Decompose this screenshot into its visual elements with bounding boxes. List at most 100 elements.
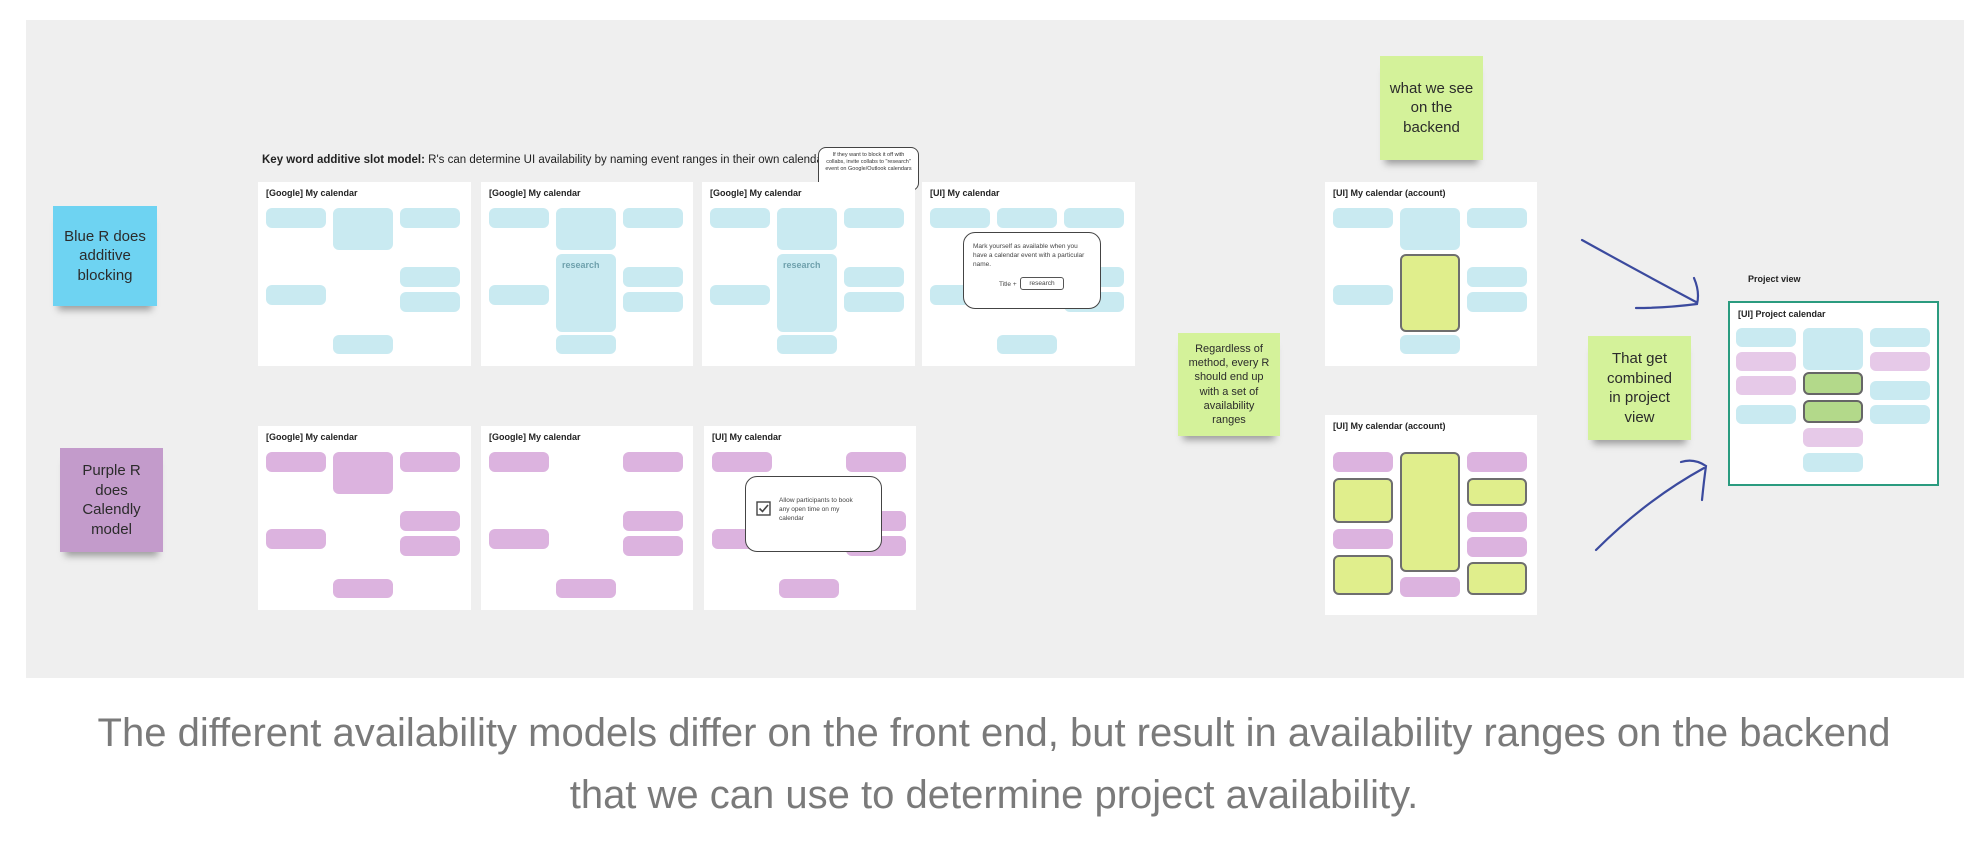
event-block	[400, 208, 460, 228]
arrow-icon	[1580, 238, 1700, 310]
event-block	[266, 452, 326, 472]
sticky-method-text: Regardless of method, every R should end…	[1188, 342, 1270, 427]
card-title: [UI] My calendar (account)	[1333, 421, 1446, 431]
event-block	[1736, 405, 1796, 424]
event-block	[266, 208, 326, 228]
title-field-input[interactable]: research	[1020, 277, 1064, 290]
sticky-combined-text: That get combined in project view	[1606, 350, 1673, 426]
sticky-backend-text: what we see on the backend	[1389, 79, 1474, 136]
event-block	[556, 208, 616, 250]
event-block	[623, 267, 683, 287]
event-block	[556, 579, 616, 598]
event-block	[489, 208, 549, 228]
calendar-card-google-3: [Google] My calendar research	[702, 182, 915, 366]
project-view-label: Project view	[1748, 274, 1801, 284]
event-block	[1803, 328, 1863, 370]
calendar-card-ui-calendly: [UI] My calendar Allow participants to b…	[704, 426, 916, 610]
event-block	[1803, 428, 1863, 447]
event-block	[1333, 285, 1393, 305]
event-block	[400, 452, 460, 472]
event-block	[333, 452, 393, 494]
caption: The different availability models differ…	[0, 702, 1988, 826]
event-block	[333, 335, 393, 354]
research-block: research	[777, 254, 837, 332]
sticky-method: Regardless of method, every R should end…	[1178, 333, 1280, 436]
title-field-label: Title +	[999, 281, 1017, 288]
event-block	[1400, 577, 1460, 597]
event-block	[844, 292, 904, 312]
project-calendar-card: [UI] Project calendar	[1728, 301, 1939, 486]
event-block	[1870, 381, 1930, 400]
whiteboard: Key word additive slot model: R's can de…	[26, 20, 1964, 678]
calendly-popup: Allow participants to book any open time…	[745, 476, 882, 552]
event-block	[777, 335, 837, 354]
event-block	[489, 285, 549, 305]
research-label: research	[562, 260, 600, 270]
sticky-backend: what we see on the backend	[1380, 56, 1483, 160]
sticky-combined: That get combined in project view	[1588, 336, 1691, 440]
card-title: [Google] My calendar	[266, 188, 358, 198]
card-title: [Google] My calendar	[266, 432, 358, 442]
event-block	[400, 267, 460, 287]
event-block	[266, 285, 326, 305]
card-title: [UI] My calendar	[712, 432, 782, 442]
event-block	[1803, 453, 1863, 472]
sticky-purple: Purple R does Calendly model	[60, 448, 163, 552]
event-block	[1467, 537, 1527, 557]
event-block	[1467, 292, 1527, 312]
event-block	[777, 208, 837, 250]
calendar-card-google-1: [Google] My calendar	[258, 182, 471, 366]
event-block	[623, 208, 683, 228]
event-block	[710, 208, 770, 228]
event-block	[400, 511, 460, 531]
event-block	[1400, 208, 1460, 250]
card-title: [Google] My calendar	[710, 188, 802, 198]
calendar-card-google-2: [Google] My calendar research	[481, 182, 693, 366]
event-block	[1400, 335, 1460, 354]
research-block: research	[556, 254, 616, 332]
event-block	[556, 335, 616, 354]
slot-model-heading: Key word additive slot model: R's can de…	[262, 154, 827, 166]
heading-bold: Key word additive slot model:	[262, 154, 425, 166]
event-block	[846, 452, 906, 472]
research-label: research	[783, 260, 821, 270]
sticky-blue: Blue R does additive blocking	[53, 206, 157, 306]
calendar-card-google-purple-2: [Google] My calendar	[481, 426, 693, 610]
event-block	[1333, 529, 1393, 549]
event-block	[712, 452, 772, 472]
event-block	[1736, 352, 1796, 371]
event-block	[1333, 452, 1393, 472]
event-block	[1333, 208, 1393, 228]
availability-range	[1400, 254, 1460, 332]
event-block	[333, 579, 393, 598]
event-block	[623, 536, 683, 556]
event-block	[779, 579, 839, 598]
event-block	[997, 208, 1057, 228]
sticky-purple-text: Purple R does Calendly model	[82, 462, 141, 538]
title-rule-text: Mark yourself as available when you have…	[973, 243, 1085, 268]
event-block	[623, 511, 683, 531]
card-title: [Google] My calendar	[489, 188, 581, 198]
availability-range	[1333, 555, 1393, 595]
sticky-blue-text: Blue R does additive blocking	[64, 227, 146, 284]
event-block	[844, 208, 904, 228]
event-block	[1467, 452, 1527, 472]
calendar-card-ui-title-rule: [UI] My calendar Mark yourself as availa…	[922, 182, 1135, 366]
event-block	[1467, 267, 1527, 287]
event-block	[844, 267, 904, 287]
event-block	[1870, 328, 1930, 347]
event-block	[1736, 376, 1796, 395]
event-block	[623, 292, 683, 312]
calendar-card-account-2: [UI] My calendar (account)	[1325, 415, 1537, 615]
calendar-card-google-purple-1: [Google] My calendar	[258, 426, 471, 610]
checkbox-icon[interactable]	[756, 501, 771, 516]
speech-bubble-text: If they want to block it off with collab…	[825, 152, 912, 173]
availability-range	[1467, 562, 1527, 595]
title-field-value: research	[1029, 280, 1055, 287]
calendar-card-account-1: [UI] My calendar (account)	[1325, 182, 1537, 366]
availability-range	[1400, 452, 1460, 572]
event-block	[710, 285, 770, 305]
card-title: [Google] My calendar	[489, 432, 581, 442]
heading-rest: R's can determine UI availability by nam…	[428, 154, 827, 166]
project-availability-range	[1803, 400, 1863, 423]
